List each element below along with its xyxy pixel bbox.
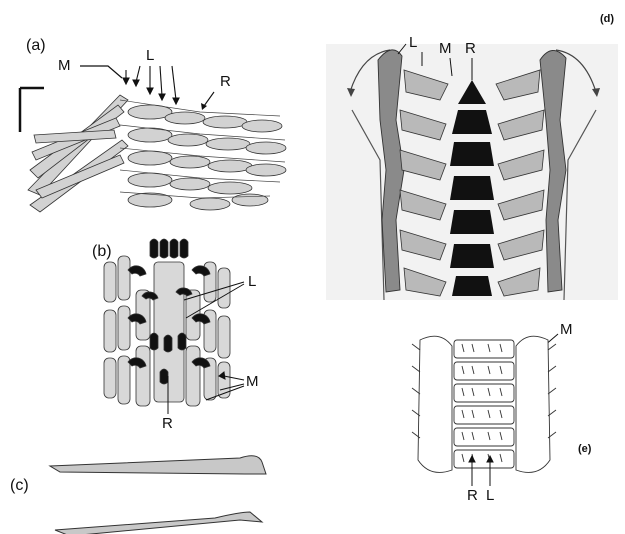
panel-a-l-arrows — [123, 66, 179, 104]
panel-b-label-r: R — [162, 415, 173, 432]
panel-a: (a) M L R — [20, 37, 286, 212]
panel-b: (b) — [92, 239, 259, 432]
panel-d-letter: (d) — [600, 13, 614, 25]
panel-b-letter: (b) — [92, 243, 112, 260]
panel-e-label-r: R — [467, 487, 478, 504]
panel-c-tooth-upper — [50, 456, 266, 474]
panel-b-label-l: L — [248, 273, 256, 290]
panel-e: (e) M R — [412, 321, 592, 504]
panel-c-letter: (c) — [10, 477, 29, 494]
panel-d-label-l: L — [409, 34, 417, 51]
panel-b-teeth — [104, 239, 230, 406]
panel-d-label-m: M — [439, 40, 452, 57]
panel-e-letter: (e) — [578, 443, 592, 455]
panel-c-tooth-lower — [55, 512, 262, 534]
panel-a-r-arrow — [204, 92, 214, 106]
panel-a-letter: (a) — [26, 37, 46, 54]
panel-e-teeth — [418, 336, 550, 472]
panel-d: (d) — [326, 13, 618, 300]
panel-a-bracket — [20, 88, 44, 132]
panel-a-label-r: R — [220, 73, 231, 90]
panel-b-label-m: M — [246, 373, 259, 390]
panel-d-label-r: R — [465, 40, 476, 57]
panel-a-m-leader — [80, 66, 122, 78]
panel-e-label-m: M — [560, 321, 573, 338]
panel-e-label-l: L — [486, 487, 494, 504]
panel-a-label-l: L — [146, 47, 154, 64]
panel-a-label-m: M — [58, 57, 71, 74]
panel-c: (c) — [10, 456, 266, 534]
